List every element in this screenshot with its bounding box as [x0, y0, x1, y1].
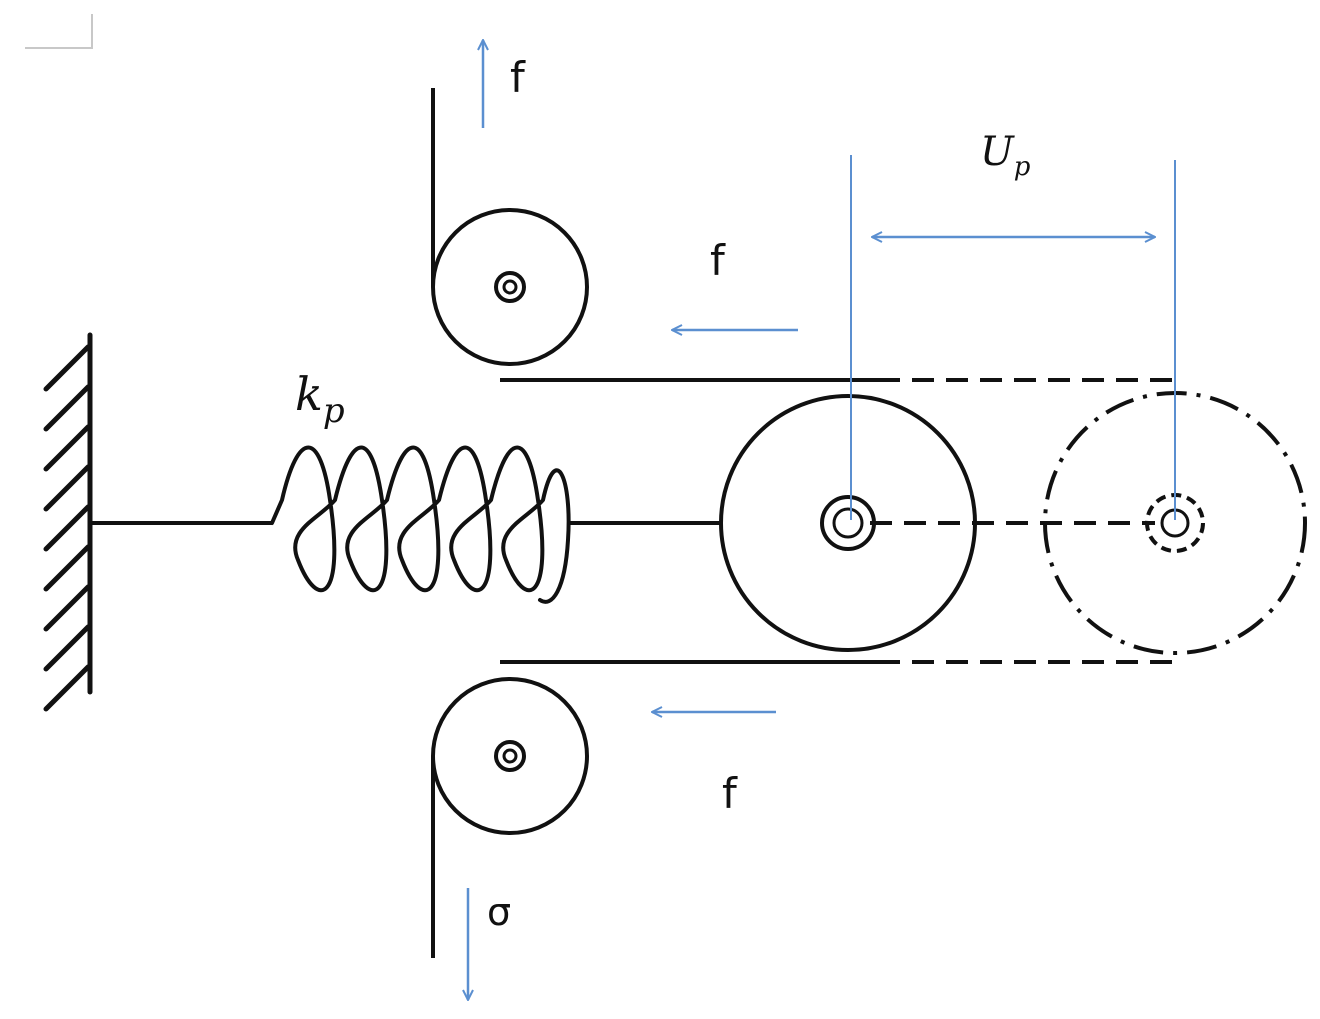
stress-label: σ [487, 890, 511, 934]
spring-stiffness-label: kp [295, 367, 345, 431]
main-pulley [719, 394, 977, 652]
force-label-upper: f [710, 236, 726, 285]
corner-mark [25, 14, 93, 49]
spring-coil [270, 445, 571, 604]
displacement-label: Up [980, 129, 1031, 182]
displaced-pulley [870, 378, 1307, 664]
fixed-wall [43, 332, 93, 712]
lower-guide-pulley [431, 677, 589, 835]
force-label-top: f [510, 53, 526, 102]
force-label-lower: f [722, 769, 738, 818]
upper-guide-pulley [431, 208, 589, 366]
